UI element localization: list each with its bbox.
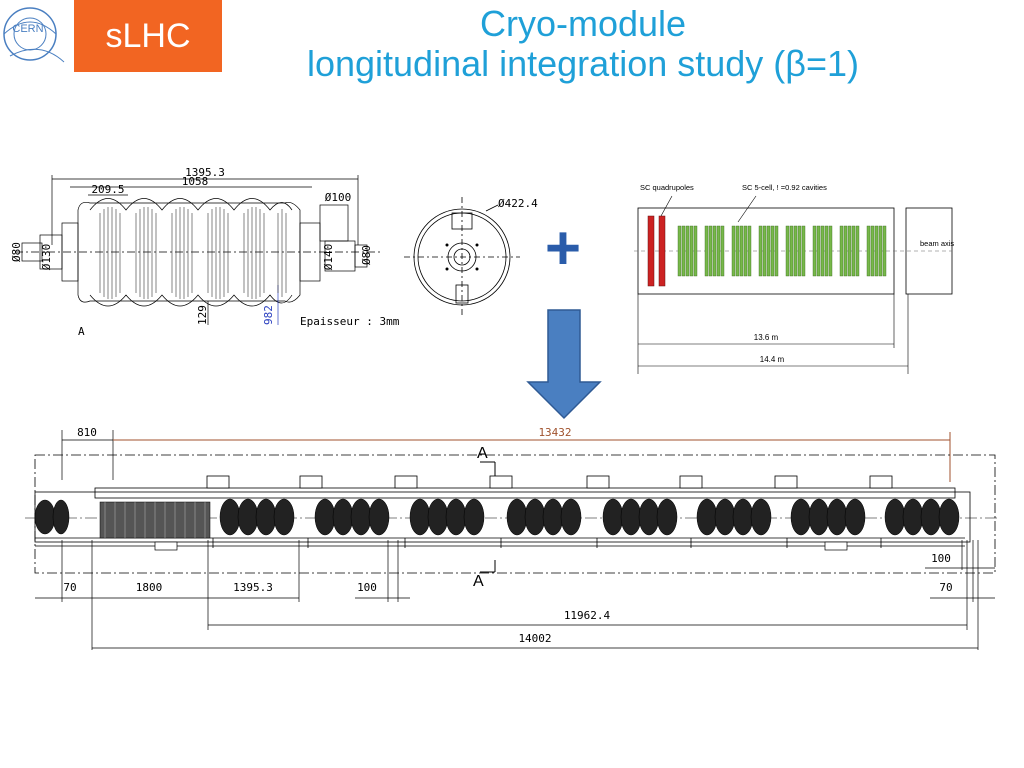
cavity-group: [677, 225, 887, 277]
end-view-drawing: Ø422.4: [404, 197, 538, 317]
dim-1800: 1800: [136, 581, 163, 594]
dim-bottom2: 982: [262, 305, 275, 325]
page-title: Cryo-module longitudinal integration stu…: [222, 4, 944, 84]
slhc-badge: sLHC: [74, 0, 222, 72]
dim-pipe4: Ø80: [360, 245, 373, 265]
dim-100-left: 100: [357, 581, 377, 594]
dim-left: 209.5: [91, 183, 124, 196]
dim-14002: 14002: [518, 632, 551, 645]
dim-13432: 13432: [538, 426, 571, 439]
plus-sign: +: [544, 214, 582, 283]
end-view-dim: Ø422.4: [498, 197, 538, 210]
layout-schematic: SC quadrupoles SC 5-cell, ! =0.92 caviti…: [634, 183, 954, 374]
dim-pipe3: Ø80: [10, 242, 23, 262]
cryomodule-drawing: 810 13432 A A: [25, 426, 1000, 650]
dim-1395: 1395.3: [233, 581, 273, 594]
quadrupole-group: [647, 215, 666, 287]
label-quadrupoles: SC quadrupoles: [640, 183, 694, 192]
thickness-note: Epaisseur : 3mm: [300, 315, 400, 328]
view-label: A: [78, 325, 85, 338]
dim-total: 1395.3: [185, 166, 225, 179]
dim-70-left: 70: [63, 581, 76, 594]
label-beam-axis: beam axis: [920, 239, 954, 248]
dim-100-right: 100: [931, 552, 951, 565]
schematic-dim-1: 13.6 m: [754, 333, 779, 342]
label-cavities: SC 5-cell, ! =0.92 cavities: [742, 183, 827, 192]
dim-inner: 1058: [182, 175, 209, 188]
dim-pipe2: Ø140: [322, 244, 335, 271]
section-marker-bottom: A: [473, 573, 484, 590]
dim-70-right: 70: [939, 581, 952, 594]
title-line-2: longitudinal integration study (β=1): [306, 43, 860, 84]
dim-bottom1: 129: [196, 305, 209, 325]
section-marker-top: A: [477, 445, 488, 462]
cern-logo-text: CERN: [12, 23, 43, 35]
dim-pipe1: Ø130: [40, 244, 53, 271]
cavity-drawing: 1395.3 1058 209.5 Ø100 Ø130 Ø140 Ø80 Ø80…: [10, 166, 400, 338]
title-line-1: Cryo-module: [479, 3, 687, 44]
dim-11962: 11962.4: [564, 609, 611, 622]
dim-flange: Ø100: [325, 191, 352, 204]
dim-810: 810: [77, 426, 97, 439]
cern-logo: CERN: [3, 7, 65, 63]
schematic-dim-2: 14.4 m: [760, 355, 785, 364]
down-arrow-icon: [526, 309, 602, 420]
